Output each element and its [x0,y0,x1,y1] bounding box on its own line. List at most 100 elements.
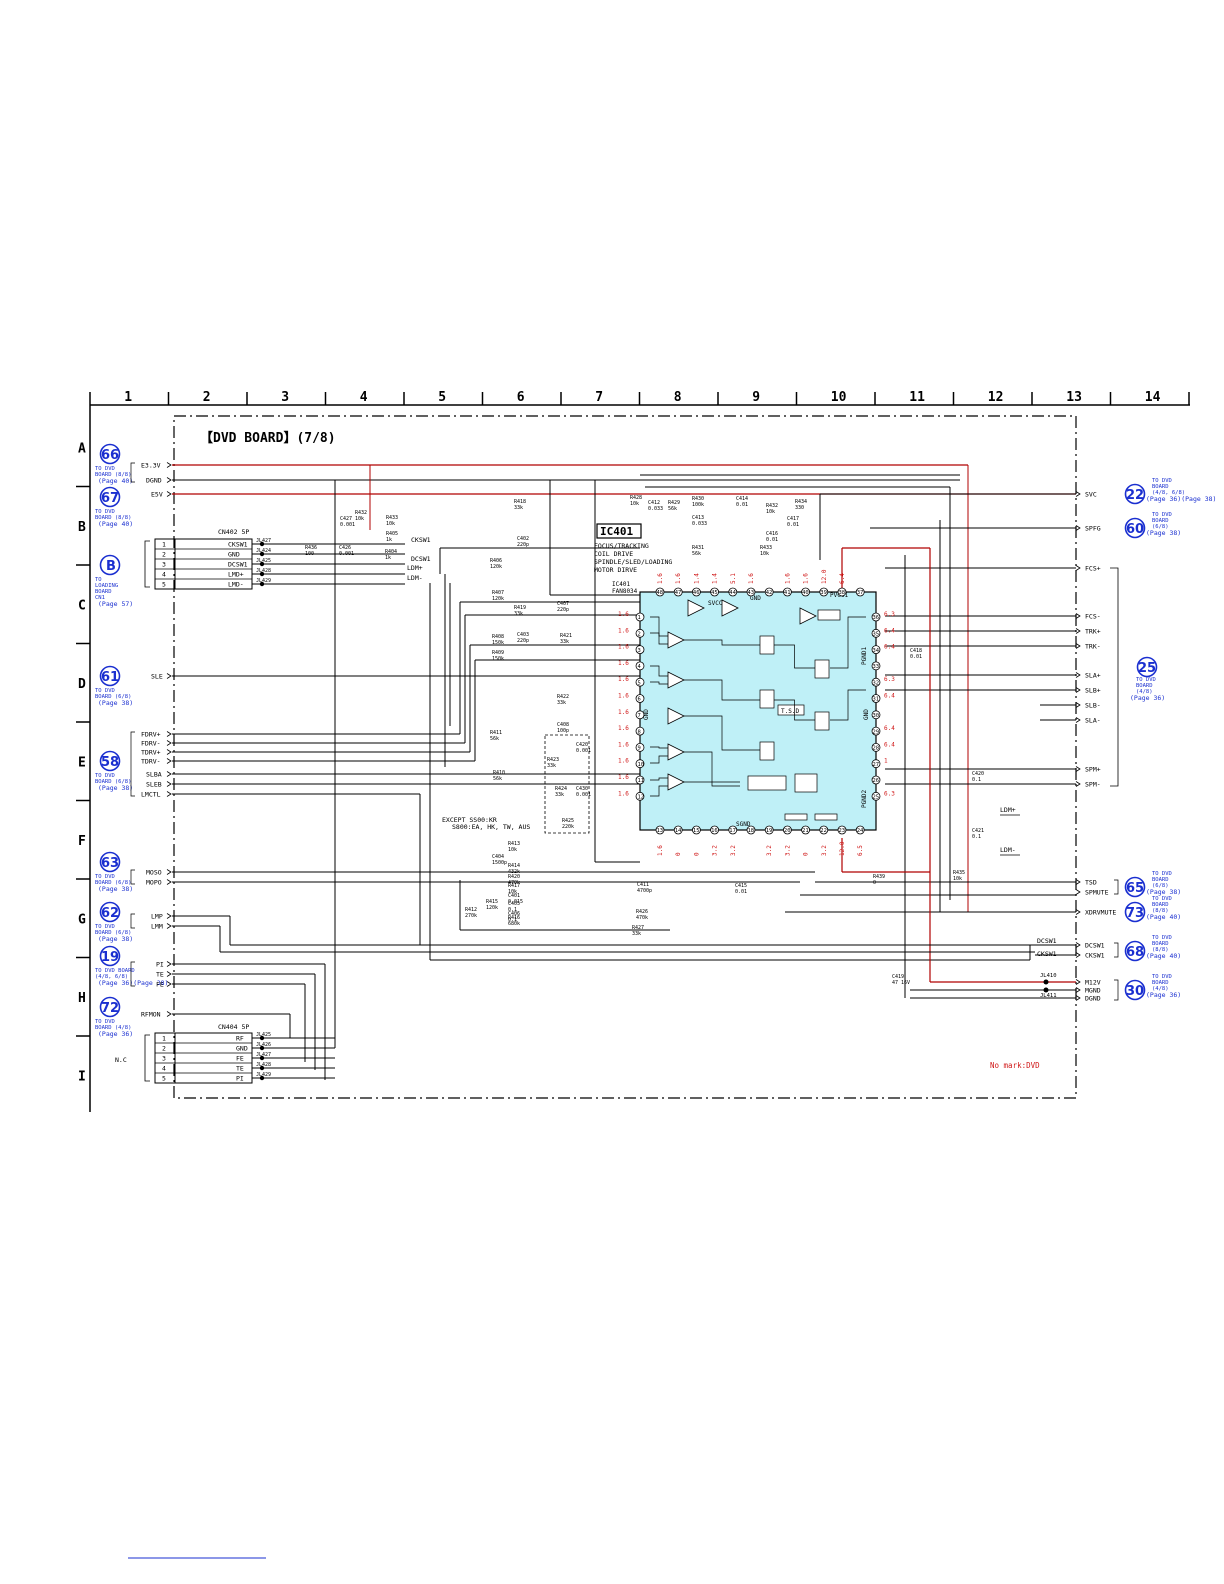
ic401-bottom-pin-number: 17 [729,828,736,834]
net-label: TE [156,971,164,979]
connector-number: 73 [1126,906,1144,921]
component-value: 100k [692,502,704,508]
connector-badge [1124,901,1146,923]
row-label: B [78,520,86,535]
cn404-pin-number: 1 [162,1035,166,1043]
component-ref: R421 [560,633,572,639]
ic401-internal-wire [774,699,815,721]
component-value: 270k [465,913,477,919]
connector-destination: (6/8) [1152,524,1169,530]
connector-destination: BOARD (6/8) [95,880,131,886]
component-value: 120k [490,564,502,570]
net-label-ldm-minus: LDM- [1000,846,1016,854]
arrow-icon [166,1011,172,1017]
ic401-pin-circle [837,587,847,597]
ic401-bottom-pin-number: 21 [802,828,809,834]
connector-destination: (6/8) [1152,883,1169,889]
component-ref: C430 [576,786,588,792]
ic401-top-pin-voltage: 1.4 [712,573,719,584]
component-ref: C402 [517,536,529,542]
ic401-internal-wire [830,616,866,669]
component-value: 220p [557,607,569,613]
arrow-icon [1075,987,1081,993]
component-ref: R417 [508,883,520,889]
opamp-symbol [721,599,739,617]
no-mark-note: No mark:DVD [990,1061,1040,1070]
component-ref: C426 [339,545,351,551]
connector-page-ref: (Page 40) [1146,952,1181,960]
connector-page-ref: (Page 38) [1146,888,1181,896]
connector-badge [1124,979,1146,1001]
ic401-right-pin-number: 30 [873,713,880,719]
column-label: 2 [203,390,211,405]
component-ref: R418 [514,499,526,505]
component-ref: C414 [736,496,748,502]
cn402-jumper-label: JL427 [256,538,271,544]
arrow-icon [166,749,172,755]
ic401-top-pin-number: 45 [711,590,718,596]
ic401-bottom-pin-voltage: 0 [693,852,700,856]
cn404-pin-net: GND [236,1045,248,1053]
ic401-part-no: FAN8034 [612,588,638,595]
cn404-pin-net: TE [236,1065,244,1073]
connector-badge [99,851,121,873]
bracket [1114,979,1119,1001]
ic401-pin-circle [819,587,829,597]
component-ref: R433 [760,545,772,551]
component-value: 33k [514,611,523,617]
net-label: SLEB [146,781,162,789]
component-ref: R409 [492,650,504,656]
component-value: 10k [630,501,639,507]
column-label: 8 [674,390,682,405]
ic401-left-pin-number: 3 [638,648,641,654]
ic401-pin-circle [783,587,792,597]
connector-destination: TO DVD BOARD [95,968,135,974]
connector-destination: BOARD [1152,877,1169,883]
ic401-left-pin-number: 6 [638,697,641,703]
ic401-internal-wire [650,616,668,637]
cn402-pin-net: DCSW1 [228,561,248,569]
ic401-left-pin-number: 4 [638,664,642,670]
ic401-gnd-left-label: GND [643,709,650,720]
ic401-pin-circle [871,694,881,703]
column-label: 7 [595,390,603,405]
ic401-top-pin-voltage: 6.4 [839,573,846,584]
net-label: MGND [1085,987,1101,995]
ic401-left-pin-number: 5 [638,680,641,686]
arrow-icon [166,879,172,885]
ic401-left-pin-voltage: 1.6 [618,627,629,634]
connector-destination: BOARD (8/8) [95,515,131,521]
ic401-internal-wire [684,639,760,646]
arrow-icon [166,923,172,929]
cn402-pin-net: LMD+ [228,571,244,579]
ic401-svcc-label: SVCC [708,600,723,607]
opamp-symbol [667,671,685,689]
component-ref: R426 [636,909,648,915]
ic401-description-line: FOCUS/TRACKING [594,542,649,550]
component-value: 56k [490,736,499,742]
net-label: XDRVMUTE [1085,909,1116,917]
bracket [130,913,135,929]
ic401-right-pin-voltage: 6.4 [884,693,895,700]
arrow-icon [166,781,172,787]
ic401-pin-circle [871,661,881,671]
component-value: 33k [555,792,564,798]
row-label: F [78,834,86,849]
arrow-icon [1075,995,1081,1001]
ic401-right-pin-voltage: 6.3 [884,676,895,683]
net-label: TSD [1085,879,1097,887]
ic401-pin-circle [764,587,774,597]
ic401-bottom-pin-number: 19 [766,828,773,834]
ic401-top-pin-voltage: 1.4 [693,573,700,584]
cn402-pin-number: 1 [162,541,166,549]
net-label: SLE [151,673,163,681]
driver-block [759,741,775,761]
net-label-lmd-plus: LDM+ [407,564,423,572]
connector-page-ref: (Page 36)(Page 38) [98,979,168,987]
net-label-lmd-minus: LDM- [407,574,423,582]
ic401-pin-circle [655,825,665,835]
ic401-pin-circle [871,726,881,736]
row-label: H [78,991,86,1006]
